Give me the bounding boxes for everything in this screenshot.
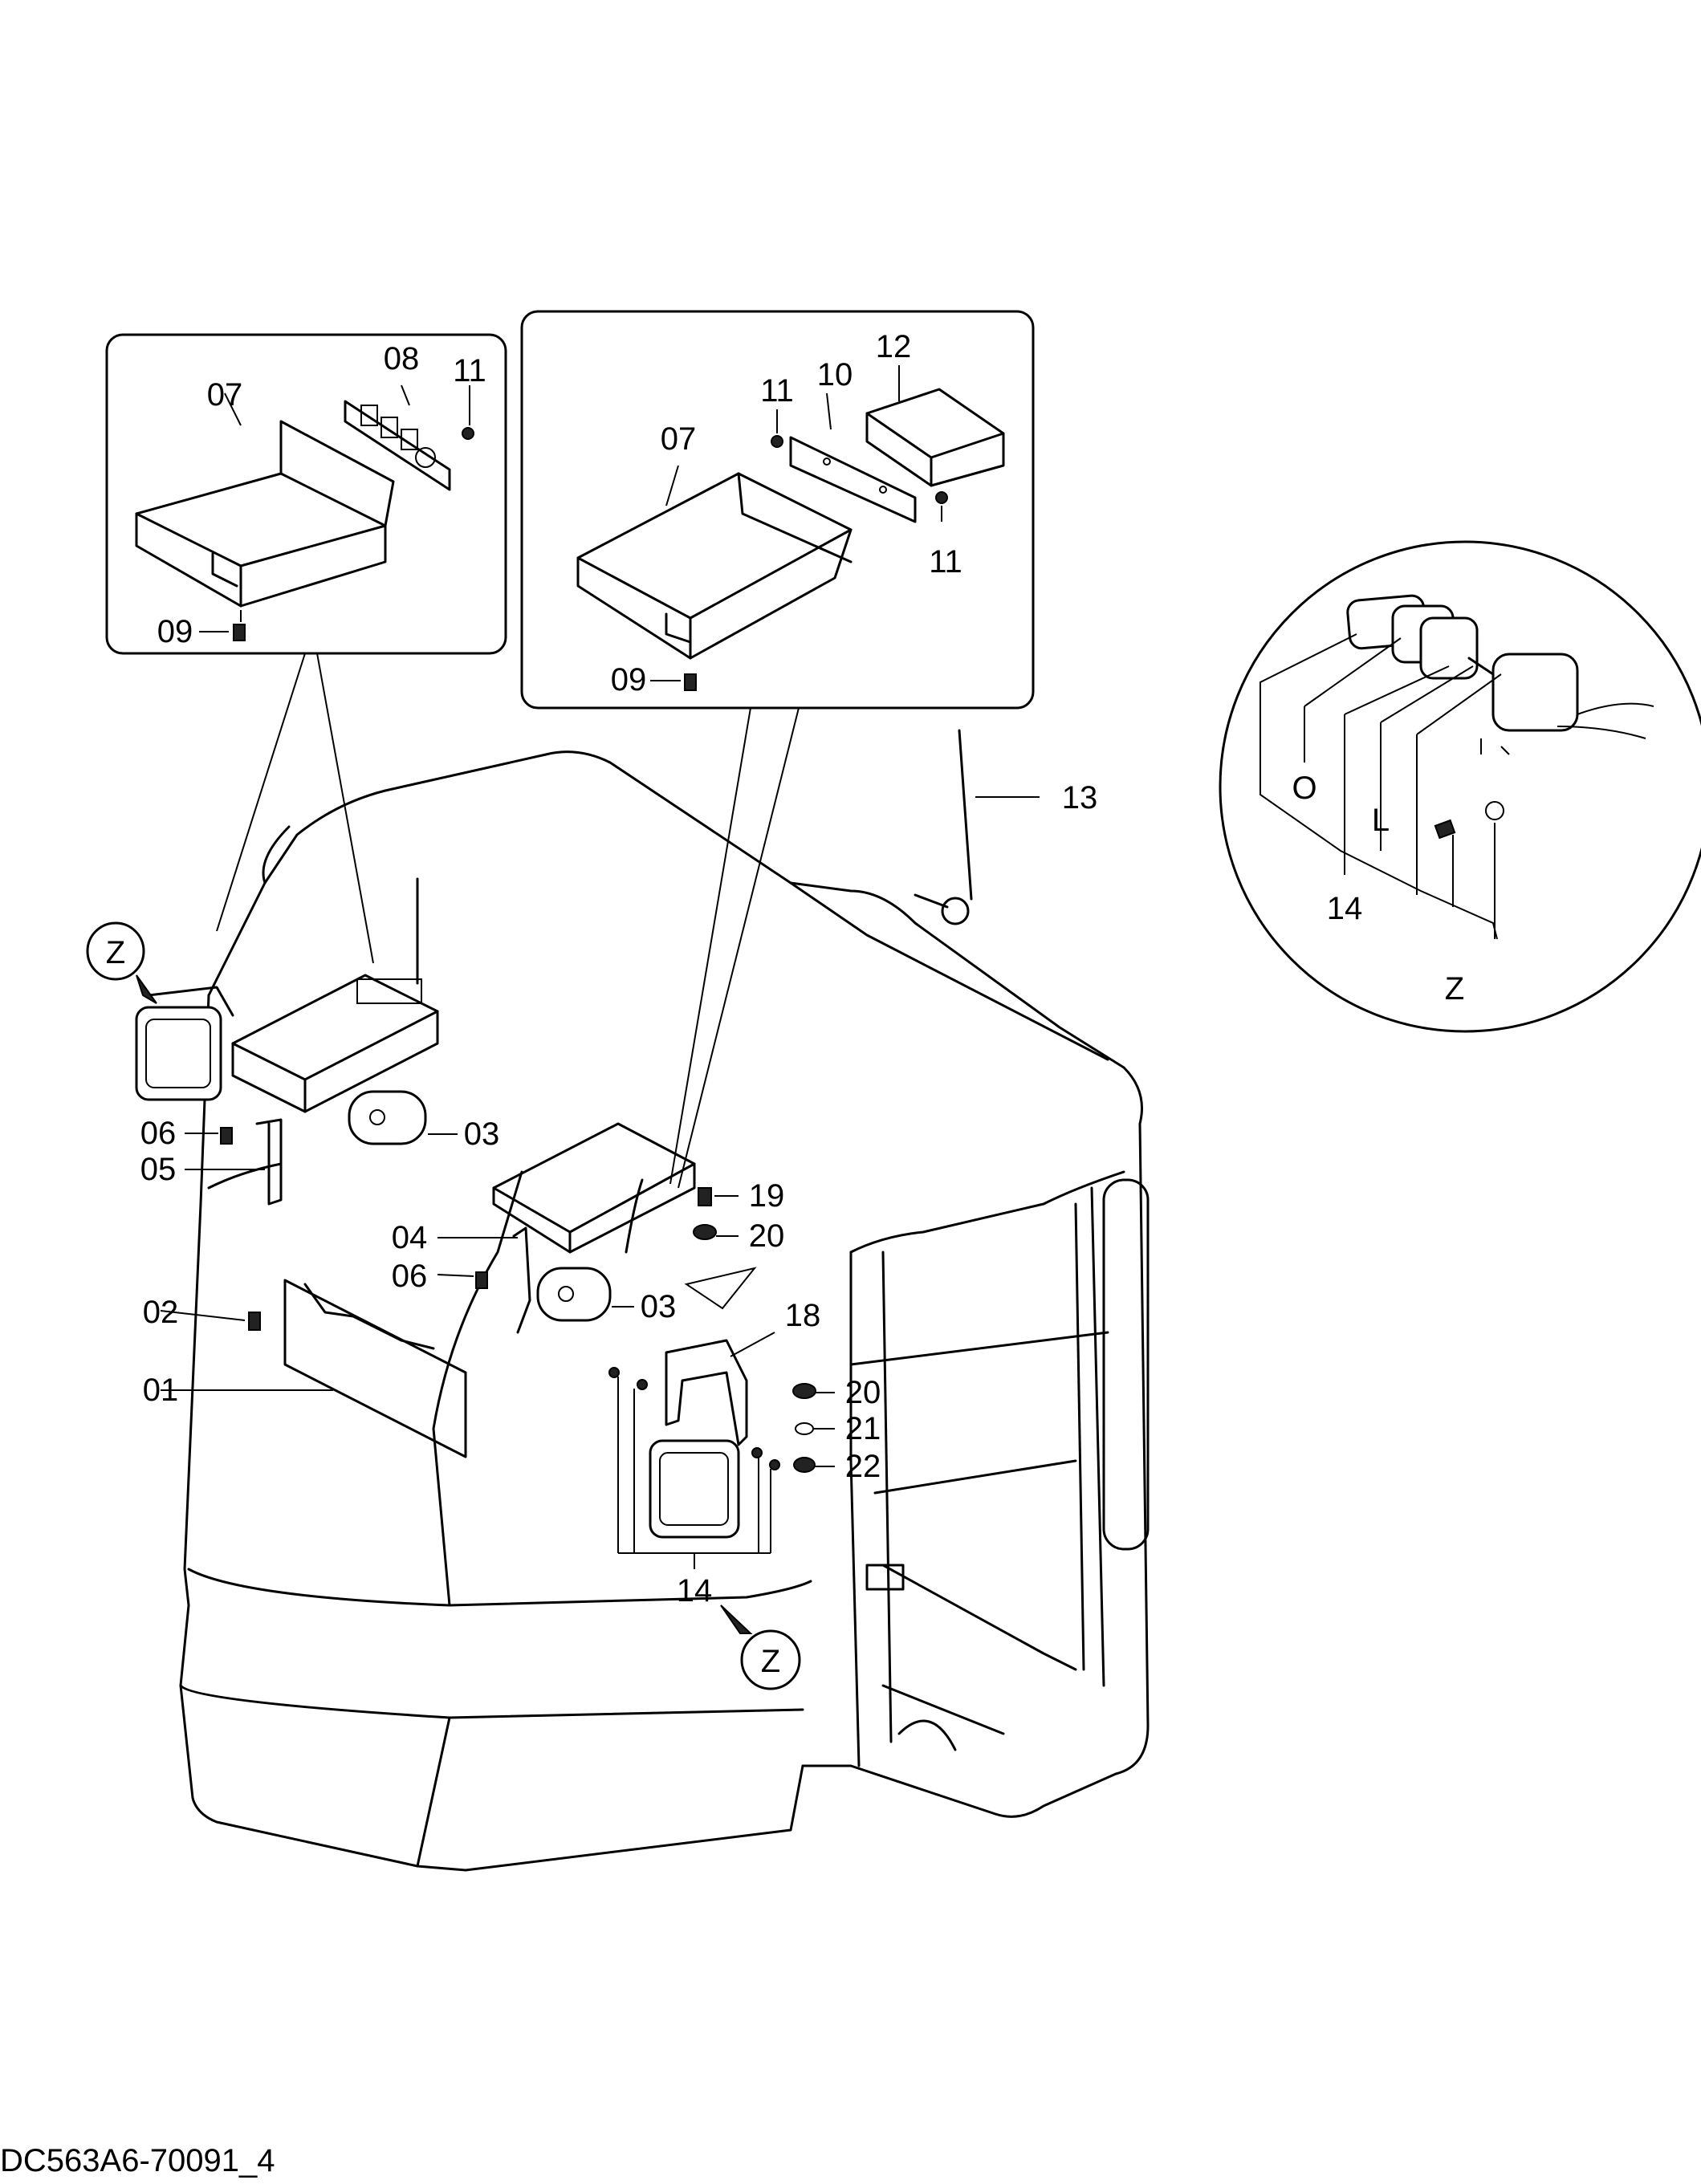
bracket-04 — [512, 1226, 531, 1334]
label-11-left: 11 — [453, 353, 486, 388]
label-20-side: 20 — [845, 1375, 881, 1410]
bolt-09-right — [684, 673, 697, 691]
drawing-code: DC563A6-70091_4 — [0, 2143, 275, 2178]
shim-plate — [684, 1267, 757, 1310]
label-08: 08 — [384, 341, 420, 376]
label-01: 01 — [143, 1373, 179, 1408]
bracket-05 — [255, 1118, 283, 1206]
label-04: 04 — [392, 1220, 428, 1255]
label-03-lower: 03 — [641, 1289, 677, 1324]
label-21: 21 — [845, 1411, 881, 1446]
panel-01 — [283, 1279, 467, 1458]
bolt-09-left — [233, 624, 246, 641]
label-O: O — [1292, 771, 1316, 806]
screw-11-left — [462, 427, 474, 440]
label-13: 13 — [1062, 780, 1098, 815]
box-12 — [865, 388, 1005, 487]
label-22: 22 — [845, 1449, 881, 1484]
detail-view-z — [1219, 540, 1701, 1033]
label-11-right-top: 11 — [760, 373, 794, 409]
label-06-right: 06 — [392, 1259, 428, 1294]
label-10: 10 — [817, 357, 853, 392]
label-07-left: 07 — [207, 377, 243, 413]
washer-20-side — [792, 1383, 816, 1399]
svg-text:Z: Z — [761, 1644, 780, 1679]
screw-11-right-bottom — [935, 491, 948, 504]
label-12: 12 — [876, 329, 912, 364]
label-L: L — [1372, 803, 1390, 838]
switch-panel-08 — [344, 400, 451, 491]
label-09-left: 09 — [157, 614, 193, 649]
label-11-right-bottom: 11 — [929, 544, 962, 580]
label-03-upper: 03 — [464, 1116, 500, 1152]
svg-text:Z: Z — [106, 935, 125, 970]
label-14-detail: 14 — [1327, 891, 1363, 926]
bolt-02 — [248, 1312, 261, 1331]
bolt-19 — [698, 1187, 712, 1206]
bracket-10 — [789, 436, 917, 523]
bracket-18 — [665, 1339, 748, 1446]
label-19: 19 — [749, 1178, 785, 1214]
callout-z-detail: Z — [1445, 971, 1464, 1007]
washer-21 — [795, 1422, 814, 1435]
detail-box-left — [105, 333, 507, 964]
washer-20-top — [693, 1224, 717, 1240]
tray-07-left — [135, 420, 395, 608]
tray-installed-right — [492, 1122, 696, 1254]
cab-body — [179, 750, 1150, 1872]
label-07-right: 07 — [661, 421, 697, 457]
label-14-cab: 14 — [677, 1573, 713, 1609]
label-06-left: 06 — [140, 1116, 177, 1151]
part-labels: 07 08 11 09 07 11 10 12 11 09 13 06 05 0… — [140, 329, 1390, 1609]
antenna-13 — [914, 729, 973, 925]
work-lamp-left — [135, 986, 234, 1101]
label-09-right: 09 — [611, 662, 647, 697]
label-05: 05 — [140, 1152, 177, 1187]
label-18: 18 — [785, 1298, 821, 1333]
label-20-top: 20 — [749, 1218, 785, 1254]
screw-11-right-top — [771, 435, 783, 448]
work-lamp-14 — [649, 1439, 740, 1539]
nut-22 — [793, 1457, 816, 1473]
callout-z-bottom: Z — [720, 1604, 801, 1690]
detail-box-right — [520, 310, 1035, 1189]
light-03-right — [536, 1267, 612, 1322]
light-03-left — [348, 1090, 427, 1145]
callout-z-top: Z — [86, 921, 157, 1004]
leaders — [160, 796, 1040, 1569]
label-02: 02 — [143, 1295, 179, 1330]
tray-07-right — [576, 472, 853, 660]
bolt-06-left — [220, 1127, 233, 1145]
tray-installed-left — [231, 974, 439, 1113]
bolt-06-right — [475, 1271, 488, 1289]
